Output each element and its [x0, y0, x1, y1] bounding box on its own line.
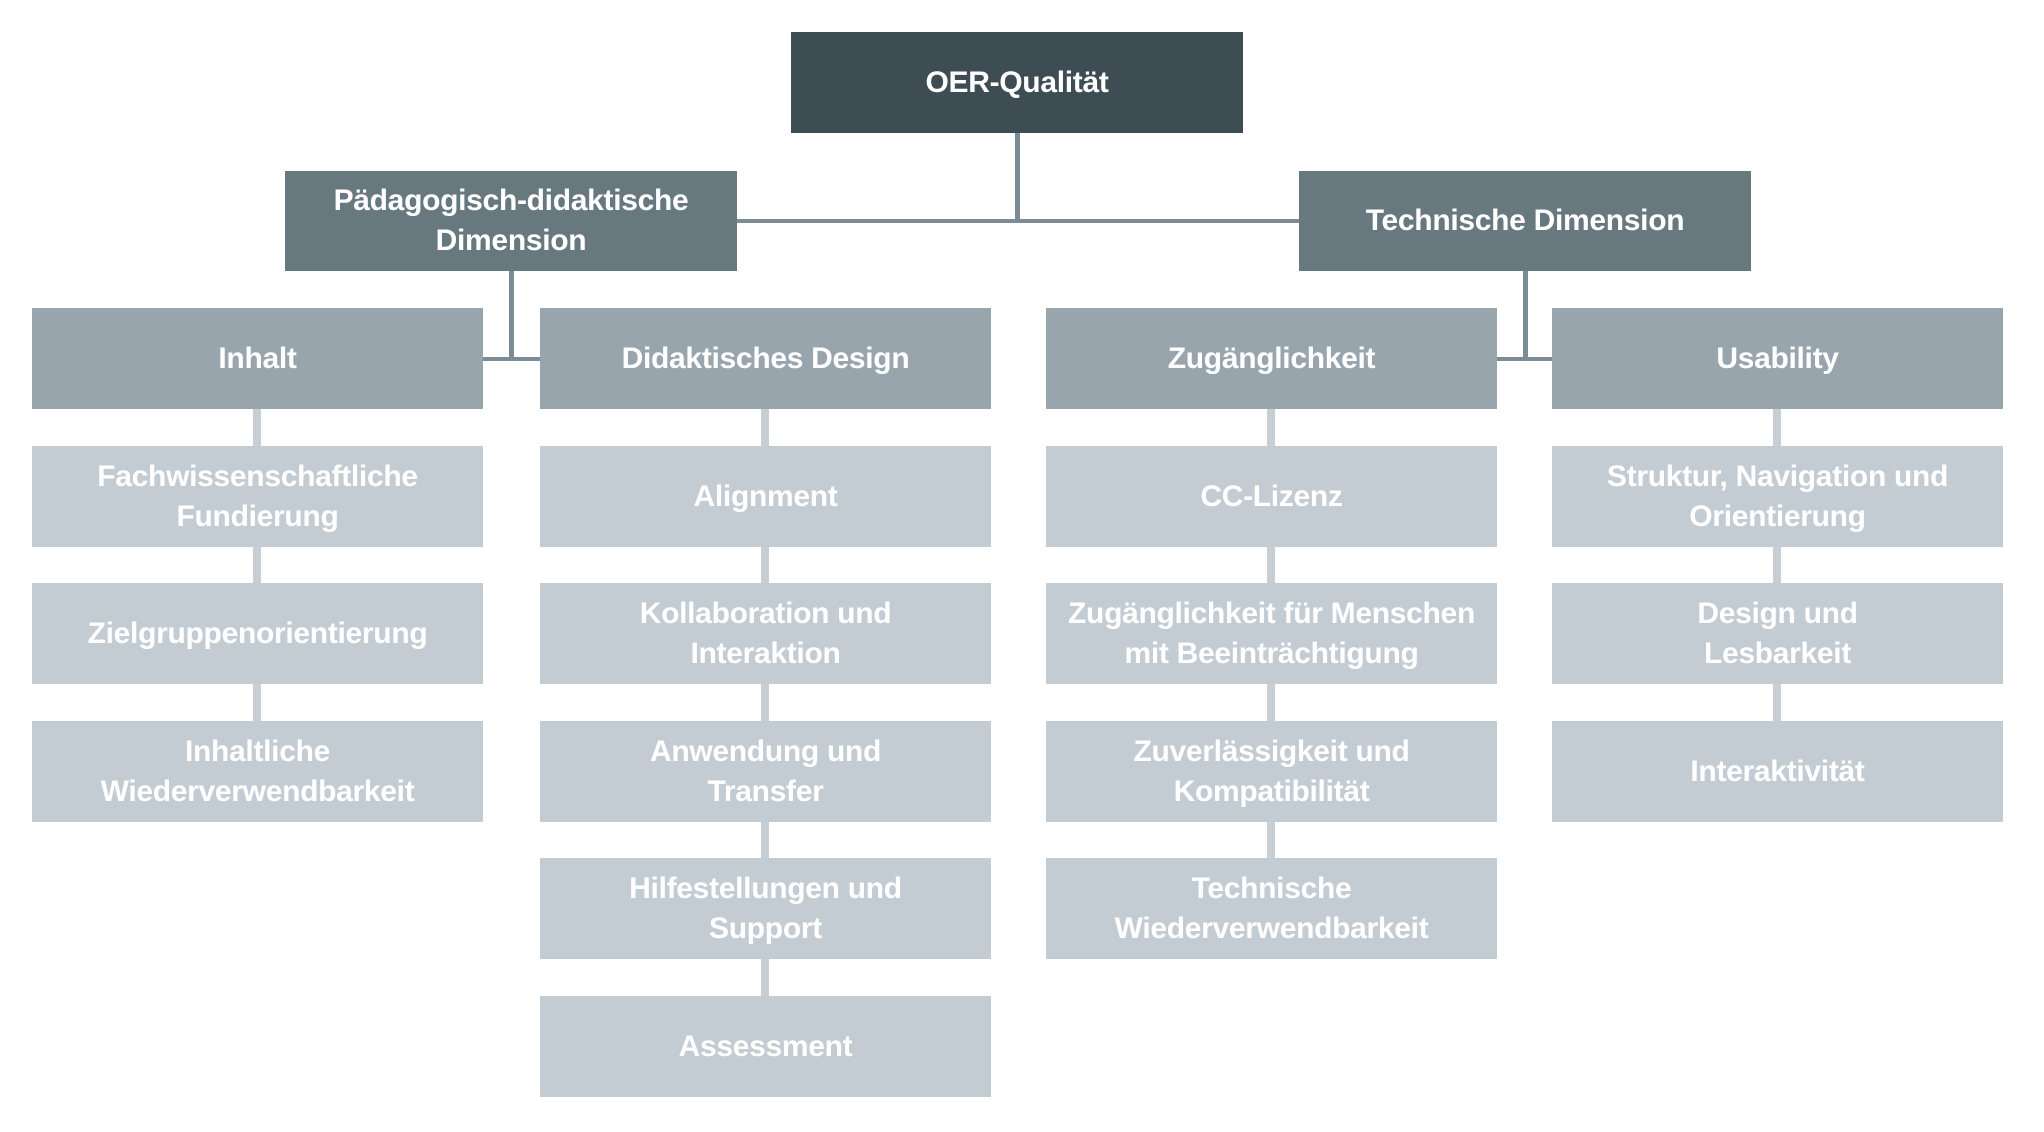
node-alignment: Alignment	[540, 446, 991, 547]
node-didaktisches-design: Didaktisches Design	[540, 308, 991, 409]
node-zielgruppenorientierung: Zielgruppenorientierung	[32, 583, 483, 684]
node-inhalt: Inhalt	[32, 308, 483, 409]
connector-dimensions-rail	[737, 219, 1300, 223]
node-oer-qualitaet: OER-Qualität	[791, 32, 1243, 133]
node-inhaltliche-wiederverwendbarkeit: Inhaltliche Wiederverwendbarkeit	[32, 721, 483, 822]
connector-dimension1-crossbar	[483, 357, 540, 361]
node-paedagogisch-didaktische-dimension: Pädagogisch-didaktische Dimension	[285, 171, 737, 271]
node-struktur-navigation-orientierung: Struktur, Navigation und Orientierung	[1552, 446, 2003, 547]
node-cc-lizenz: CC-Lizenz	[1046, 446, 1497, 547]
connector-column-didaktisches-spine	[761, 409, 769, 1006]
connector-column-usability-spine	[1773, 409, 1781, 731]
connector-dimension2-crossbar	[1497, 357, 1553, 361]
node-assessment: Assessment	[540, 996, 991, 1097]
node-hilfestellungen-und-support: Hilfestellungen und Support	[540, 858, 991, 959]
connector-dimension1-vertical	[509, 271, 514, 361]
connector-column-inhalt-spine	[253, 409, 261, 731]
node-technische-wiederverwendbarkeit: Technische Wiederverwendbarkeit	[1046, 858, 1497, 959]
node-design-und-lesbarkeit: Design und Lesbarkeit	[1552, 583, 2003, 684]
node-kollaboration-und-interaktion: Kollaboration und Interaktion	[540, 583, 991, 684]
node-technische-dimension: Technische Dimension	[1299, 171, 1751, 271]
node-zugaenglichkeit: Zugänglichkeit	[1046, 308, 1497, 409]
connector-root-vertical	[1015, 132, 1020, 223]
node-zugaenglichkeit-fuer-menschen: Zugänglichkeit für Menschen mit Beeinträ…	[1046, 583, 1497, 684]
node-interaktivitaet: Interaktivität	[1552, 721, 2003, 822]
node-fachwissenschaftliche-fundierung: Fachwissenschaftliche Fundierung	[32, 446, 483, 547]
connector-dimension2-vertical	[1523, 271, 1528, 361]
node-anwendung-und-transfer: Anwendung und Transfer	[540, 721, 991, 822]
node-zuverlaessigkeit-und-kompatibilitaet: Zuverlässigkeit und Kompatibilität	[1046, 721, 1497, 822]
node-usability: Usability	[1552, 308, 2003, 409]
